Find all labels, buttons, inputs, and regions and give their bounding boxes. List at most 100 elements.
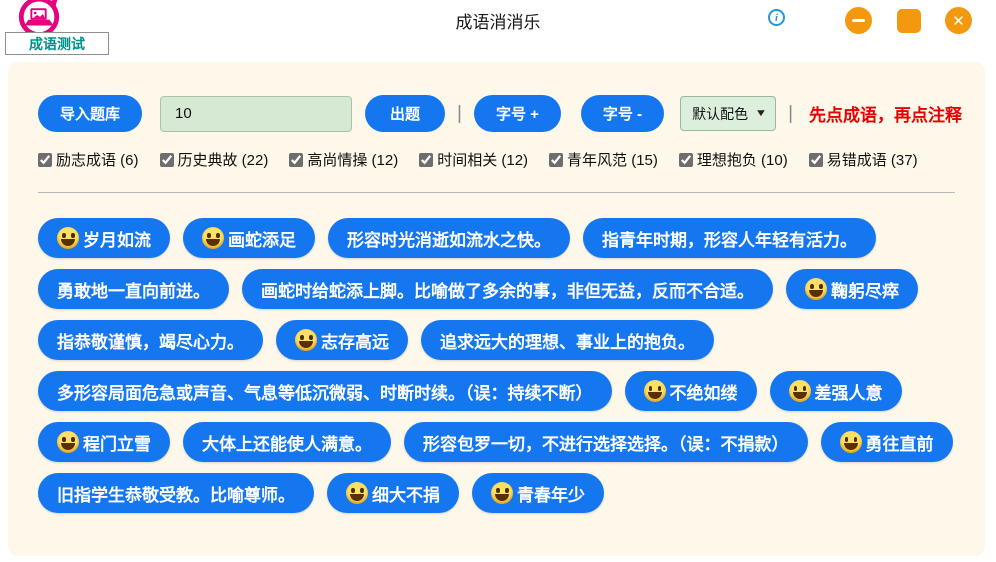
smiley-emoji-icon — [295, 329, 317, 351]
tile-text: 形容包罗一切，不进行选择选择。（误：不捐款） — [423, 434, 789, 454]
minimize-button[interactable] — [845, 7, 872, 34]
tile-row: 旧指学生恭敬受教。比喻尊师。 细大不捐 青春年少 — [8, 473, 985, 513]
title-bar: 成语测试 成语消消乐 i ✕ — [0, 0, 996, 62]
filter-category[interactable]: 高尚情操 (12) — [289, 149, 398, 170]
filter-category[interactable]: 时间相关 (12) — [419, 149, 528, 170]
info-icon[interactable]: i — [768, 9, 785, 26]
filter-category[interactable]: 理想抱负 (10) — [678, 149, 788, 170]
question-count-input[interactable] — [160, 95, 353, 132]
smiley-emoji-icon — [57, 431, 79, 453]
tile-row: 多形容局面危急或声音、气息等低沉微弱、时断时续。（误：持续不断） 不绝如缕 差强人意 — [8, 371, 985, 411]
filter-category[interactable]: 易错成语 (37) — [808, 149, 918, 170]
filter-row: 励志成语 (6) 历史典故 (22) 高尚情操 (12) 时间相关 (12) 青年风范 … — [8, 149, 985, 170]
idiom-tile[interactable]: 画蛇添足 — [183, 218, 315, 258]
color-scheme-select[interactable]: 默认配色 ▼ — [680, 96, 777, 131]
smiley-emoji-icon — [643, 380, 666, 402]
import-bank-button[interactable]: 导入题库 — [38, 95, 143, 132]
toolbar-separator: | — [788, 102, 794, 124]
definition-tile[interactable]: 追求远大的理想、事业上的抱负。 — [421, 320, 714, 360]
idiom-tile[interactable]: 勇往直前 — [820, 422, 953, 462]
smiley-emoji-icon — [805, 278, 827, 300]
definition-tile[interactable]: 形容时光消逝如流水之快。 — [328, 218, 570, 258]
idiom-tile[interactable]: 差强人意 — [769, 371, 902, 411]
filter-checkbox[interactable] — [289, 152, 304, 167]
tile-text: 大体上还能使人满意。 — [202, 434, 372, 454]
filter-label: 易错成语 (37) — [826, 152, 918, 169]
idiom-tile[interactable]: 细大不捐 — [327, 473, 459, 513]
smiley-emoji-icon — [491, 482, 513, 504]
tile-text: 程门立雪 — [83, 434, 151, 454]
font-size-decrease-button[interactable]: 字号 - — [580, 95, 665, 132]
filter-category[interactable]: 历史典故 (22) — [159, 149, 269, 170]
maximize-button[interactable] — [897, 9, 921, 33]
idiom-tile[interactable]: 不绝如缕 — [624, 371, 757, 411]
tile-text: 画蛇时给蛇添上脚。比喻做了多余的事，非但无益，反而不合适。 — [261, 281, 754, 301]
tile-row: 勇敢地一直向前进。 画蛇时给蛇添上脚。比喻做了多余的事，非但无益，反而不合适。 鞠躬… — [8, 269, 985, 309]
idiom-tile[interactable]: 程门立雪 — [38, 422, 170, 462]
tile-board: 岁月如流 画蛇添足 形容时光消逝如流水之快。 指青年时期，形容人年轻有活力。勇敢地一直… — [8, 218, 985, 513]
toolbar: 导入题库 出题 | 字号 + 字号 - 默认配色 ▼ | 先点成语，再点注释 — [8, 62, 985, 132]
filter-checkbox[interactable] — [678, 152, 693, 167]
tile-text: 多形容局面危急或声音、气息等低沉微弱、时断时续。（误：持续不断） — [57, 383, 593, 403]
tile-text: 指恭敬谨慎，竭尽心力。 — [57, 332, 244, 352]
filter-label: 理想抱负 (10) — [696, 152, 788, 169]
tab-idiom-test[interactable]: 成语测试 — [5, 32, 109, 55]
definition-tile[interactable]: 画蛇时给蛇添上脚。比喻做了多余的事，非但无益，反而不合适。 — [242, 269, 773, 309]
definition-tile[interactable]: 指恭敬谨慎，竭尽心力。 — [38, 320, 263, 360]
close-button[interactable]: ✕ — [945, 7, 972, 34]
idiom-tile[interactable]: 鞠躬尽瘁 — [786, 269, 918, 309]
tile-text: 不绝如缕 — [669, 383, 738, 403]
tile-text: 志存高远 — [321, 332, 389, 352]
tile-text: 旧指学生恭敬受教。比喻尊师。 — [57, 485, 295, 505]
tile-text: 指青年时期，形容人年轻有活力。 — [602, 230, 857, 250]
generate-questions-button[interactable]: 出题 — [365, 95, 446, 132]
filter-checkbox[interactable] — [159, 152, 174, 167]
filter-category[interactable]: 励志成语 (6) — [38, 149, 139, 170]
filter-checkbox[interactable] — [808, 152, 823, 167]
filter-checkbox[interactable] — [419, 152, 434, 167]
tile-text: 勇往直前 — [865, 434, 934, 454]
tile-row: 程门立雪 大体上还能使人满意。 形容包罗一切，不进行选择选择。（误：不捐款） 勇往直前 — [8, 422, 985, 462]
smiley-emoji-icon — [57, 227, 79, 249]
font-size-increase-button[interactable]: 字号 + — [473, 95, 561, 132]
filter-label: 时间相关 (12) — [437, 152, 529, 169]
tile-text: 岁月如流 — [83, 230, 151, 250]
tile-row: 指恭敬谨慎，竭尽心力。 志存高远 追求远大的理想、事业上的抱负。 — [8, 320, 985, 360]
toolbar-separator: | — [457, 102, 462, 124]
divider — [38, 192, 955, 193]
tile-text: 细大不捐 — [372, 485, 440, 505]
tile-text: 画蛇添足 — [228, 230, 296, 250]
page-title: 成语消消乐 — [455, 13, 541, 32]
close-icon: ✕ — [952, 12, 965, 30]
filter-checkbox[interactable] — [38, 152, 52, 167]
filter-category[interactable]: 青年风范 (15) — [549, 149, 658, 170]
tile-text: 鞠躬尽瘁 — [831, 281, 899, 301]
definition-tile[interactable]: 大体上还能使人满意。 — [183, 422, 391, 462]
main-panel: 导入题库 出题 | 字号 + 字号 - 默认配色 ▼ | 先点成语，再点注释 励… — [8, 62, 985, 556]
idiom-tile[interactable]: 岁月如流 — [38, 218, 170, 258]
definition-tile[interactable]: 旧指学生恭敬受教。比喻尊师。 — [38, 473, 314, 513]
tile-text: 青春年少 — [517, 485, 585, 505]
smiley-emoji-icon — [346, 482, 368, 504]
smiley-emoji-icon — [788, 380, 811, 402]
filter-label: 高尚情操 (12) — [307, 152, 399, 169]
tile-text: 形容时光消逝如流水之快。 — [347, 230, 551, 250]
definition-tile[interactable]: 形容包罗一切，不进行选择选择。（误：不捐款） — [404, 422, 808, 462]
tile-text: 差强人意 — [814, 383, 883, 403]
filter-label: 历史典故 (22) — [177, 152, 269, 169]
smiley-emoji-icon — [202, 227, 224, 249]
filter-checkbox[interactable] — [549, 152, 564, 167]
idiom-tile[interactable]: 志存高远 — [276, 320, 408, 360]
smiley-emoji-icon — [839, 431, 862, 453]
tile-text: 勇敢地一直向前进。 — [57, 281, 210, 301]
definition-tile[interactable]: 勇敢地一直向前进。 — [38, 269, 229, 309]
definition-tile[interactable]: 多形容局面危急或声音、气息等低沉微弱、时断时续。（误：持续不断） — [38, 371, 612, 411]
color-scheme-value: 默认配色 — [692, 105, 749, 122]
tile-row: 岁月如流 画蛇添足 形容时光消逝如流水之快。 指青年时期，形容人年轻有活力。 — [8, 218, 985, 258]
idiom-tile[interactable]: 青春年少 — [472, 473, 604, 513]
chevron-down-icon: ▼ — [754, 108, 768, 119]
definition-tile[interactable]: 指青年时期，形容人年轻有活力。 — [583, 218, 876, 258]
tile-text: 追求远大的理想、事业上的抱负。 — [440, 332, 695, 352]
instruction-hint: 先点成语，再点注释 — [809, 106, 963, 125]
